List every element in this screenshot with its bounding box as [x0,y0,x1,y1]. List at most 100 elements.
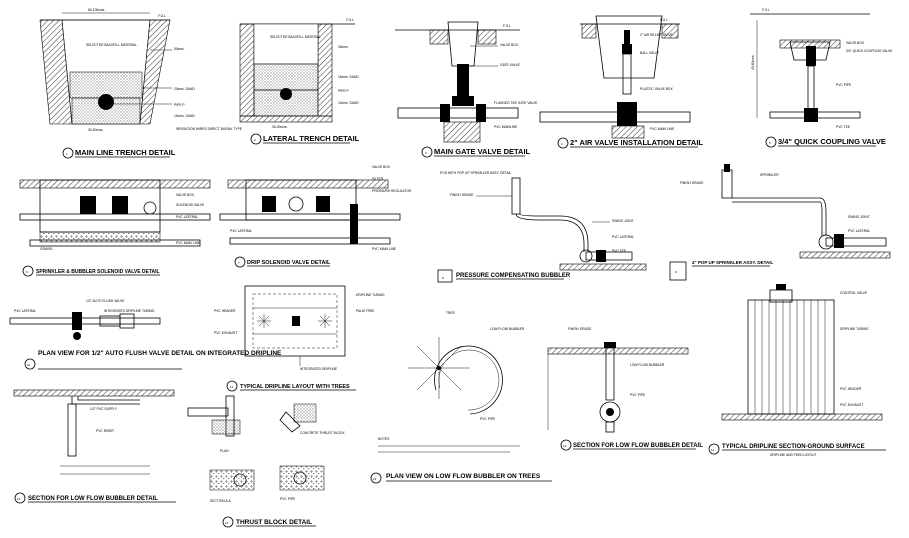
detail-number: 8 [442,276,444,280]
pipe-label: PVC PIPE [836,83,852,87]
detail-number: 4 [561,142,563,146]
lateral-label: PVC LATERAL [848,229,870,233]
detail-title: MAIN LINE TRENCH DETAIL [75,148,176,157]
sand-label: 15cms. SAND [338,75,359,79]
depth-label: 50cms. [174,47,185,51]
block-label: CONCRETE THRUST BLOCK [300,431,346,435]
bubbler-label: LOW FLOW BUBBLER [490,327,525,331]
detail-number: 2 [254,138,256,142]
detail-title: MAIN GATE VALVE DETAIL [434,147,531,156]
detail-title: PRESSURE COMPENSATING BUBBLER [456,273,571,279]
regulator-label: PRESSURE REGULATOR [372,189,412,193]
backfill-label: SELECTED BACKFILL MATERIAL [86,43,137,47]
main-gate-valve-detail: F.G.L VALVE BOX GATE VALVE FLANGED TEE G… [395,21,538,158]
detail-title: DRIP SOLENOID VALVE DETAIL [247,260,331,266]
dripline-layout-trees-detail: DRIPLINE TUBING PALM TREE PVC HEADER PVC… [214,285,385,392]
tubing-label: DRIPLINE TUBING [840,327,869,331]
bottom-dim-label: 30-60cms. [88,128,103,132]
integrated-label: INTEGRATED DRIPLINE [300,367,338,371]
notes-label: NOTES [378,437,390,441]
auto-flush-detail: 1/2" AUTO FLUSH VALVE INTEGRATED DRIPLIN… [9,299,282,370]
lateral-label: PVC LATERAL [612,235,634,239]
detail-number: 6 [26,270,28,274]
quick-coupling-detail: F.G.L 45-60cms. VALVE BOX 3/4" QUICK COU… [750,8,893,148]
plan-label: PLAN [220,449,229,453]
dripline-label: INTEGRATED DRIPLINE TUBING [104,309,155,313]
riser-label: PVC RISER [96,429,114,433]
sprinkler-label: SPRINKLER [760,173,779,177]
pipe-label: PIPE P [174,103,185,107]
detail-title: 3/4" QUICK COUPLING VALVE [778,137,886,146]
detail-number: 13 [563,444,567,448]
valve-box-label: VALVE BOX [176,193,195,197]
coupling-label: 3/4" QUICK COUPLING VALVE [846,49,893,53]
grade-label: FINISH GRADE [568,327,592,331]
exhaust-label: PVC EXHAUST [214,331,237,335]
fgl-label: F.G.L [762,8,770,12]
tubing-label: DRIPLINE TUBING [356,293,385,297]
exhaust-label: PVC EXHAUST [840,403,863,407]
detail-number: 14 [711,448,715,452]
detail-number: 16 [225,521,229,525]
fgl-label: F.G.L [660,18,668,22]
bubbler-label: LOW FLOW BUBBLER [630,363,665,367]
grade-label: FINISH GRADE [680,181,704,185]
detail-number: 1 [66,152,68,156]
mainline-label: PVC MAIN LINE [372,247,397,251]
flush-valve-label: 1/2" AUTO FLUSH VALVE [86,299,125,303]
pipe-label: PIPE P [338,89,349,93]
thrust-block-detail: PLAN SECTION A-A CONCRETE THRUST BLOCK P… [187,395,346,528]
sand-bottom-label: 10cms. SAND [174,114,195,118]
lateral-label: PVC LATERAL [176,215,198,219]
dripline-tubing-lines [754,300,826,414]
lateral-trench-detail: F.G.L SELECTED BACKFILL MATERIAL 30cms. … [239,18,360,145]
pressure-compensating-bubbler-detail: PCN WITH POP UP SPRINKLER ASSY. DETAIL F… [437,171,647,283]
dripline-section-detail: CONTROL VALVE DRIPLINE TUBING PVC HEADER… [708,284,886,457]
air-relief-label: 2" AIR RELIEF VALVE [640,33,674,37]
gate-valve-label: GATE VALVE [500,63,521,67]
detail-number: 7 [238,261,240,265]
low-flow-bubbler-plan-detail: TREE LOW FLOW BUBBLER PVC PIPE NOTES 12 … [370,311,552,484]
backfill-label: SELECTED BACKFILL MATERIAL [270,35,321,39]
pipe-label: PVC PIPE [280,497,296,501]
swing-label: SWING JOINT [848,215,870,219]
flanged-label: FLANGED TEE GATE VALVE [494,101,538,105]
low-flow-bubbler-section-detail: FINISH GRADE LOW FLOW BUBBLER PVC PIPE 1… [547,327,703,451]
depth-label: 45-60cms. [751,55,755,70]
palm-tree-symbol [318,314,332,328]
detail-number: 11 [230,385,233,389]
pipe-label: PVC PIPE [480,417,496,421]
tee-label: PVC TEE [612,249,627,253]
grade-label: FINISH GRADE [450,193,474,197]
detail-subtitle: DRIPLINE AND FEED LAYOUT [770,453,816,457]
detail-number: 15 [17,497,21,501]
valve-box-label: PLASTIC VALVE BOX [640,87,673,91]
pcn-label: PCN WITH POP UP SPRINKLER ASSY. DETAIL [440,171,512,175]
sand-label: 20cms. SAND [174,87,195,91]
detail-title: SECTION FOR LOW FLOW BUBBLER DETAIL [28,496,158,502]
detail-number: 5 [769,141,771,145]
main-line-trench-detail: 60-100cms. F.G.L SELECTED BACKFILL MATER… [39,8,243,159]
dim-label: 60-100cms. [88,8,105,12]
header-label: PVC HEADER [214,309,236,313]
tree-label: TREE [446,311,456,315]
fgl-label: F.G.L [503,24,511,28]
solenoid-label: SOLENOID VALVE [176,203,205,207]
bottom-dim-label: 30-40cms. [272,125,287,129]
mainline-label: PVC MAIN LINE [650,127,675,131]
valve-box-label: VALVE BOX [372,165,391,169]
detail-title: PLAN VIEW ON LOW FLOW BUBBLER ON TREES [386,473,541,480]
pop-up-sprinkler-detail: FINISH GRADE SPRINKLER SWING JOINT PVC L… [669,164,891,281]
supply-label: 1/2" PVC SUPPLY [90,407,118,411]
detail-title: TYPICAL DRIPLINE SECTION-GROUND SURFACE [722,444,865,450]
detail-title: 4" POP UP SPRINKLER ASSY. DETAIL [692,260,773,265]
valve-box-label: VALVE BOX [846,41,865,45]
detail-title: 2" AIR VALVE INSTALLATION DETAIL [570,138,703,147]
detail-title: TYPICAL DRIPLINE LAYOUT WITH TREES [240,384,350,390]
detail-title: SECTION FOR LOW FLOW BUBBLER DETAIL [573,443,703,449]
lateral-label: PVC LATERAL [14,309,36,313]
wires-label: IRRIGATION WIRES DIRECT BURIAL TYPE [176,127,243,131]
ball-valve-label: BALL VALVE [640,51,660,55]
detail-number: 3 [425,151,427,155]
